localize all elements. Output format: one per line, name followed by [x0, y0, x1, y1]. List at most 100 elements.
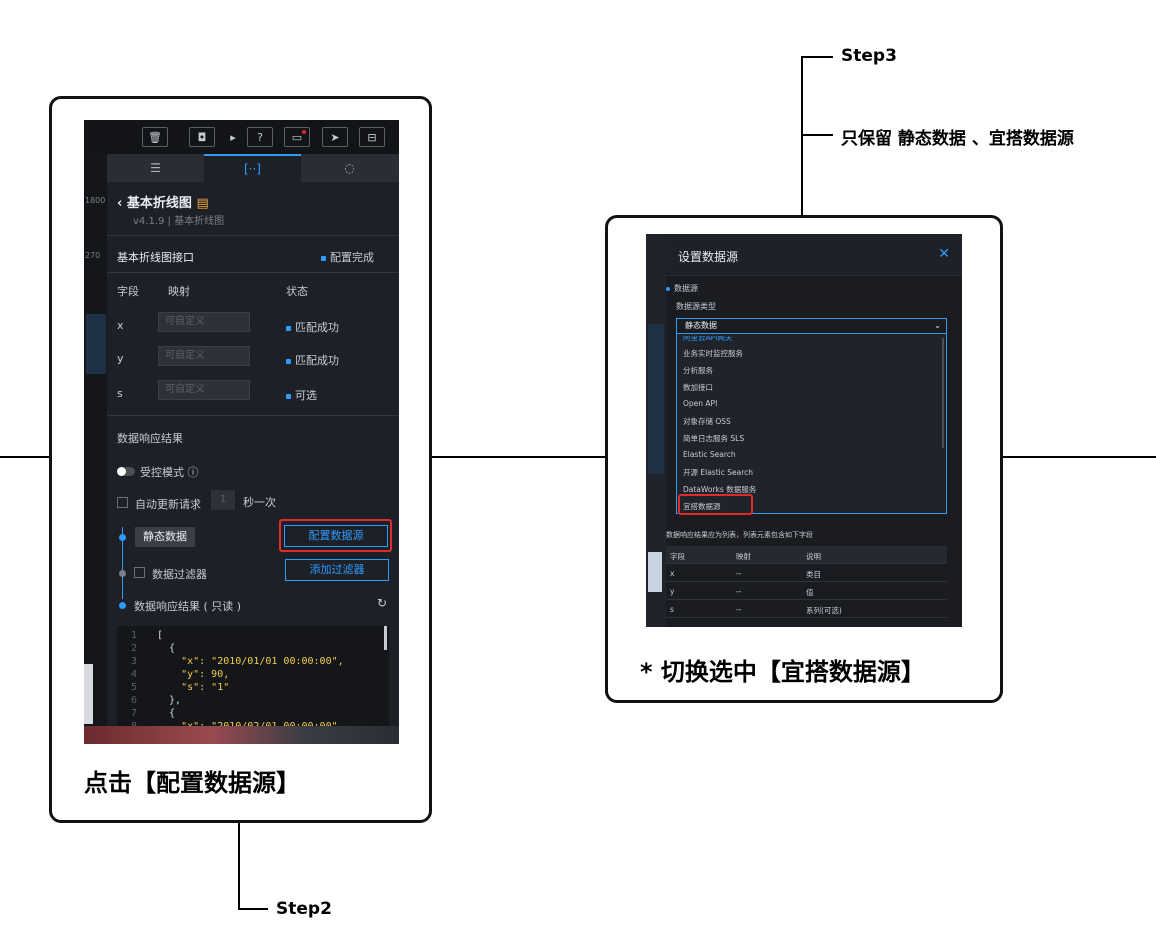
column-status: 状态 [286, 285, 308, 298]
delete-icon[interactable]: 🗑 [142, 127, 168, 147]
table-cell: -- [736, 605, 742, 614]
table-cell: -- [736, 569, 742, 578]
config-source-button[interactable]: 配置数据源 [284, 525, 388, 547]
field-name: x [117, 319, 124, 332]
response-readonly-label: 数据响应结果 ( 只读 ) [134, 600, 242, 613]
component-version: v4.1.9 | 基本折线图 [133, 216, 225, 227]
connector-step2-vertical [238, 822, 240, 910]
option-item[interactable]: 分析服务 [683, 366, 713, 375]
datasource-dropdown: 阿里云API网关 业务实时监控服务 分析服务 数加接口 Open API 对象存… [676, 333, 947, 515]
field-status: 可选 [286, 387, 317, 403]
step2-caption: 点击【配置数据源】 [84, 769, 300, 797]
data-filter-label: 数据过滤器 [152, 568, 207, 581]
option-item[interactable]: Elastic Search [683, 450, 736, 459]
ruler-number: 270 [85, 251, 101, 260]
doc-icon[interactable]: ▤ [196, 196, 209, 211]
toolbar: 🗑 ◘ ▸ ? ▭ ➤ ⊟ [84, 120, 399, 154]
data-panel: ‹ 基本折线图 ▤ v4.1.9 | 基本折线图 基本折线图接口 配置完成 字段… [107, 182, 399, 744]
canvas-preview-light [648, 552, 662, 592]
table-row: s -- 系列(可选) [666, 600, 947, 618]
option-item[interactable]: 开源 Elastic Search [683, 468, 754, 477]
highlight-box [678, 494, 753, 515]
column-mapping: 映射 [168, 285, 190, 298]
mapping-input[interactable]: 可自定义 [158, 346, 250, 366]
table-row: x -- 类目 [666, 564, 947, 582]
line-number: 7 [130, 708, 137, 719]
pipeline-line [122, 527, 123, 599]
column-field: 字段 [117, 285, 139, 298]
step2-card: 🗑 ◘ ▸ ? ▭ ➤ ⊟ 1800 270 ☰ [··] ◌ ‹ 基本折线图 … [49, 96, 432, 823]
tab-config[interactable]: ☰ [150, 161, 161, 175]
auto-update-interval[interactable]: 1 [211, 490, 235, 510]
divider [107, 235, 399, 236]
camera-icon[interactable]: ◘ [189, 127, 215, 147]
back-icon[interactable]: ‹ [117, 196, 127, 211]
dialog-title: 设置数据源 [678, 250, 739, 264]
static-data-tag[interactable]: 静态数据 [135, 527, 195, 547]
auto-update-checkbox[interactable] [117, 497, 128, 508]
datasource-type-select[interactable]: 静态数据 ⌄ [676, 318, 947, 334]
option-item[interactable]: Open API [683, 399, 718, 408]
line-number: 1 [130, 630, 137, 641]
component-title: ‹ 基本折线图 ▤ [117, 196, 209, 211]
field-status: 匹配成功 [286, 352, 339, 368]
section-title: 数据源 [666, 283, 698, 294]
canvas-preview [648, 324, 664, 474]
add-filter-button[interactable]: 添加过滤器 [285, 559, 389, 581]
connector-middle-horizontal [430, 456, 608, 458]
pipeline-dot [119, 602, 126, 609]
code-line: }, [157, 695, 182, 706]
help-icon[interactable]: ⓘ [187, 466, 199, 479]
auto-update-label: 自动更新请求 [135, 498, 201, 511]
connector-step3-horizontal [801, 56, 833, 58]
help-icon[interactable]: ? [247, 127, 273, 147]
message-icon[interactable]: ⊟ [359, 127, 385, 147]
step3-label: Step3 [841, 46, 897, 66]
line-number: 3 [130, 656, 137, 667]
connector-left-horizontal [0, 456, 51, 458]
line-number: 2 [130, 643, 137, 654]
result-hint: 数据响应结果应为列表，列表元素包含如下字段 [666, 531, 813, 539]
mapping-input[interactable]: 可自定义 [158, 380, 250, 400]
option-yida-datasource[interactable]: 宜搭数据源 [683, 502, 721, 511]
line-number: 6 [130, 695, 137, 706]
mapping-input[interactable]: 可自定义 [158, 312, 250, 332]
table-header-cell: 映射 [736, 552, 751, 561]
publish-icon[interactable]: ▭ [284, 127, 310, 147]
controlled-mode-switch[interactable] [117, 467, 135, 476]
code-line: "y": 90, [157, 669, 230, 680]
send-icon[interactable]: ➤ [322, 127, 348, 147]
dropdown-scrollbar[interactable] [942, 338, 944, 448]
option-api-gateway[interactable]: 阿里云API网关 [683, 333, 733, 342]
response-title: 数据响应结果 [117, 432, 183, 445]
refresh-icon[interactable]: ↻ [377, 596, 388, 610]
code-scrollbar[interactable] [384, 626, 387, 650]
option-item[interactable]: DataWorks 数据服务 [683, 485, 757, 494]
option-item[interactable]: 简单日志服务 SLS [683, 434, 745, 443]
option-item[interactable]: 业务实时监控服务 [683, 349, 743, 358]
divider [107, 415, 399, 416]
field-status: 匹配成功 [286, 319, 339, 335]
option-item[interactable]: 对象存储 OSS [683, 417, 731, 426]
pipeline-dot [119, 570, 126, 577]
table-header-cell: 字段 [670, 552, 685, 561]
close-icon[interactable]: ✕ [938, 246, 950, 262]
chevron-down-icon: ⌄ [934, 321, 941, 330]
step3-note: 只保留 静态数据 、宜搭数据源 [841, 129, 1074, 149]
table-row: y -- 值 [666, 582, 947, 600]
table-cell: 值 [806, 588, 814, 597]
table-header: 字段 映射 说明 [666, 546, 947, 564]
table-header-cell: 说明 [806, 552, 821, 561]
auto-update-unit: 秒一次 [243, 496, 276, 509]
line-number: 4 [130, 669, 137, 680]
tab-interaction[interactable]: ◌ [344, 161, 355, 175]
interface-title: 基本折线图接口 [117, 251, 194, 264]
chevron-right-icon[interactable]: ▸ [230, 130, 236, 144]
data-filter-checkbox[interactable] [134, 567, 145, 578]
highlight-box [279, 519, 392, 552]
canvas-preview [86, 314, 106, 374]
option-item[interactable]: 数加接口 [683, 383, 713, 392]
code-line: "x": "2010/01/01 00:00:00", [157, 656, 344, 667]
tab-data[interactable]: [··] [204, 154, 301, 182]
code-line: [ [157, 630, 164, 641]
